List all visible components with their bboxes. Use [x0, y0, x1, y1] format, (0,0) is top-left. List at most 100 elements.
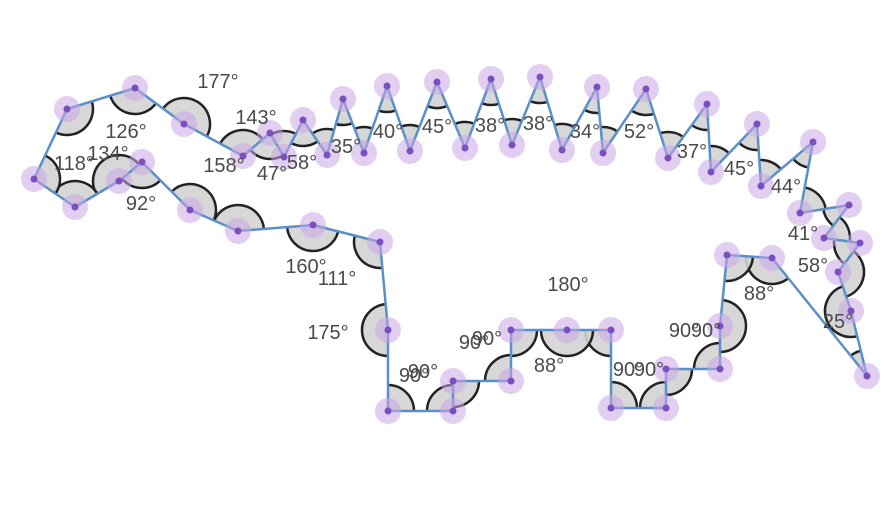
- vertex-point[interactable]: [384, 407, 392, 415]
- angle-wedge: [220, 129, 263, 156]
- vertex-point[interactable]: [834, 268, 842, 276]
- angle-label: 143°: [235, 107, 276, 129]
- polygon-outline: [32, 75, 869, 413]
- vertex-point[interactable]: [309, 221, 317, 229]
- angle-label: 34°: [570, 121, 600, 143]
- angle-label: 45°: [422, 116, 452, 138]
- angle-wedge: [660, 132, 684, 158]
- vertex-point[interactable]: [809, 138, 817, 146]
- vertex-point[interactable]: [299, 116, 307, 124]
- vertex-point[interactable]: [753, 120, 761, 128]
- vertex-point[interactable]: [323, 151, 331, 159]
- vertex-point[interactable]: [507, 326, 515, 334]
- angle-label: 35°: [331, 136, 361, 158]
- vertex-point[interactable]: [180, 120, 188, 128]
- vertex-point[interactable]: [186, 206, 194, 214]
- angle-label: 90°: [613, 359, 643, 381]
- angle-arc: [659, 130, 684, 138]
- angle-label: 158°: [203, 155, 244, 177]
- vertex-point[interactable]: [847, 307, 855, 315]
- vertex-point[interactable]: [716, 322, 724, 330]
- vertex-point[interactable]: [845, 201, 853, 209]
- angle-label: 175°: [307, 322, 348, 344]
- vertex-point[interactable]: [796, 209, 804, 217]
- angle-arc: [692, 341, 721, 370]
- angle-label: 40°: [373, 121, 403, 143]
- vertex-point[interactable]: [863, 372, 871, 380]
- vertex-point[interactable]: [820, 234, 828, 242]
- angle-arc: [638, 380, 667, 409]
- angle-label: 47°: [257, 163, 287, 185]
- angle-label: 58°: [287, 152, 317, 174]
- vertex-point[interactable]: [607, 326, 615, 334]
- vertex-point[interactable]: [449, 377, 457, 385]
- vertex-point[interactable]: [487, 75, 495, 83]
- angle-wedge: [481, 79, 499, 105]
- vertex-point[interactable]: [461, 144, 469, 152]
- angle-arc: [665, 368, 694, 397]
- angle-wedge: [401, 125, 420, 151]
- vertex-point[interactable]: [71, 203, 79, 211]
- vertex-point[interactable]: [707, 168, 715, 176]
- vertex-point[interactable]: [449, 407, 457, 415]
- vertex-point[interactable]: [131, 84, 139, 92]
- vertex-point[interactable]: [642, 85, 650, 93]
- vertex-point[interactable]: [757, 182, 765, 190]
- vertex-point[interactable]: [280, 153, 288, 161]
- angle-label: 90°: [669, 320, 699, 342]
- vertex-point[interactable]: [138, 158, 146, 166]
- angle-wedge: [110, 88, 156, 115]
- vertex-point[interactable]: [703, 100, 711, 108]
- vertex-point[interactable]: [536, 73, 544, 81]
- vertex-point[interactable]: [63, 105, 71, 113]
- angle-label: 45°: [724, 158, 754, 180]
- vertex-point[interactable]: [30, 175, 38, 183]
- angle-arc: [352, 235, 383, 270]
- angle-label: 88°: [534, 355, 564, 377]
- angle-label: 180°: [547, 274, 588, 296]
- vertex-point[interactable]: [383, 82, 391, 90]
- angle-label: 177°: [197, 71, 238, 93]
- angle-wedge: [838, 251, 865, 297]
- angle-arc: [108, 95, 157, 116]
- angle-arc: [845, 250, 866, 298]
- angle-arc: [311, 127, 335, 135]
- angle-label: 88°: [744, 283, 774, 305]
- vertex-point[interactable]: [508, 141, 516, 149]
- vertex-point[interactable]: [662, 404, 670, 412]
- vertex-point[interactable]: [376, 238, 384, 246]
- vertex-point[interactable]: [507, 377, 515, 385]
- vertex-point[interactable]: [599, 149, 607, 157]
- angle-arc: [44, 154, 62, 195]
- angle-label: 92°: [126, 193, 156, 215]
- vertices: [21, 64, 880, 424]
- vertex-point[interactable]: [664, 154, 672, 162]
- vertex-point[interactable]: [723, 251, 731, 259]
- angle-label: 118°: [54, 153, 94, 175]
- vertex-point[interactable]: [266, 129, 274, 137]
- vertex-point[interactable]: [593, 83, 601, 91]
- vertex-point[interactable]: [716, 365, 724, 373]
- vertex-point[interactable]: [406, 147, 414, 155]
- vertex-point[interactable]: [563, 326, 571, 334]
- vertex-point[interactable]: [558, 146, 566, 154]
- vertex-point[interactable]: [768, 254, 776, 262]
- angle-arc: [360, 302, 389, 358]
- vertex-point[interactable]: [607, 404, 615, 412]
- angle-arc: [387, 383, 416, 412]
- angle-arc: [630, 109, 655, 117]
- vertex-point[interactable]: [239, 152, 247, 160]
- vertex-point[interactable]: [339, 95, 347, 103]
- vertex-point[interactable]: [360, 149, 368, 157]
- angle-label: 90°: [691, 320, 721, 342]
- vertex-point[interactable]: [115, 177, 123, 185]
- angle-wedge: [427, 82, 448, 108]
- angle-label: 126°: [105, 121, 146, 143]
- vertex-point[interactable]: [433, 78, 441, 86]
- vertex-point[interactable]: [234, 227, 242, 235]
- vertex-point[interactable]: [662, 365, 670, 373]
- vertex-point[interactable]: [856, 239, 864, 247]
- vertex-point[interactable]: [384, 326, 392, 334]
- angle-label: 90°: [634, 359, 664, 381]
